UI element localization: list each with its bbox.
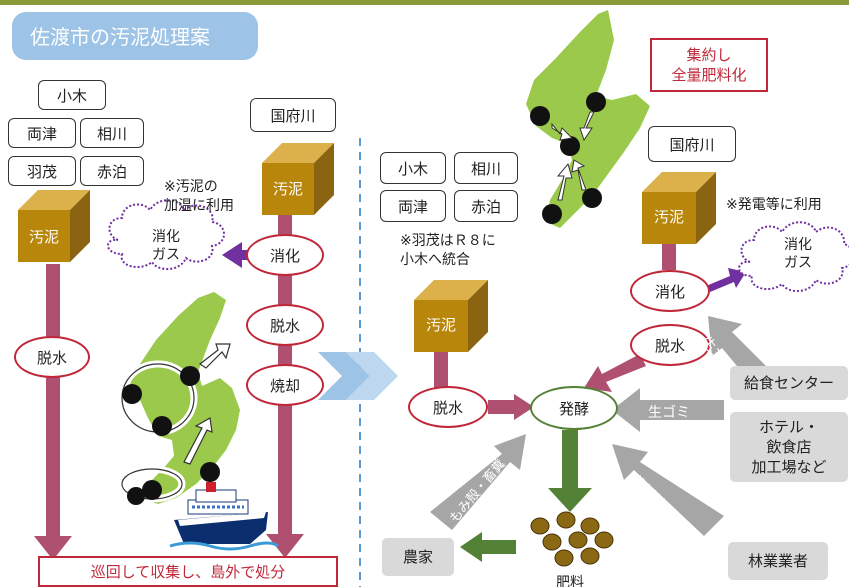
arrow-kokufu-main-head (266, 534, 304, 558)
sludge-label-kokufu-left: 汚泥 (272, 180, 303, 198)
arrow-kokufu-dewater-to-ferment (584, 354, 646, 392)
process-digest-right: 消化 (630, 270, 710, 312)
plant-akadomari-left: 赤泊 (80, 156, 144, 186)
plant-kokufu-right: 国府川 (648, 126, 736, 162)
arrow-left-main-head (34, 536, 72, 560)
plant-hamochi-left: 羽茂 (8, 156, 76, 186)
arrow-fertilizer-to-farmer (480, 540, 516, 554)
plant-ogi-left: 小木 (38, 80, 106, 110)
sludge-cube-left (18, 190, 90, 262)
sludge-cube-kokufu-right (642, 172, 716, 244)
arrow-kokufu-right-down (662, 244, 676, 270)
gas-label-right: 消化 ガス (784, 237, 812, 271)
arrow-dewater-to-ferment-head (514, 394, 534, 420)
arrow-to-gas-left-head (222, 242, 242, 268)
sludge-cube-main-right (414, 280, 488, 352)
chevron-1 (318, 352, 370, 400)
arrow-husks-to-ferment (430, 434, 526, 530)
collection-disposal-box: 巡回して収集し、島外で処分 (38, 556, 338, 587)
arrow-main-right-down (434, 352, 448, 388)
plant-akadomari-right: 赤泊 (454, 190, 518, 222)
plant-ryotsu-left: 両津 (8, 118, 76, 148)
arrow-ferment-to-fertilizer-head (548, 488, 592, 512)
plant-aikawa-left: 相川 (80, 118, 144, 148)
sludge-label-left: 汚泥 (28, 228, 59, 246)
ferry-ship (169, 482, 279, 551)
arrow-thinned-wood-to-ferment (612, 444, 724, 536)
plant-aikawa-right: 相川 (454, 152, 518, 184)
process-ferment: 発酵 (530, 386, 618, 430)
hotel-restaurant-box: ホテル・ 飲食店 加工場など (730, 412, 848, 482)
process-dewater-left: 脱水 (14, 336, 90, 378)
arrow-fertilizer-to-farmer-head (460, 532, 482, 562)
gas-label-left: 消化 ガス (152, 229, 180, 263)
arrow-to-gas-right (706, 268, 746, 292)
fertilizer-label: 肥料 (556, 575, 584, 587)
chevron-2 (346, 352, 398, 400)
process-dewater-main-right: 脱水 (408, 386, 488, 428)
process-dewater-kokufu-left: 脱水 (246, 304, 324, 346)
page-title: 佐渡市の汚泥処理案 (30, 25, 210, 49)
power-note: ※発電等に利用 (726, 197, 822, 213)
arrow-kitchen-waste-to-ferment (612, 388, 724, 432)
title-bubble (12, 12, 258, 60)
sado-island-left (118, 292, 240, 505)
sludge-label-kokufu-right: 汚泥 (653, 208, 684, 226)
arrow-ferment-to-fertilizer (562, 430, 578, 490)
process-dewater-kokufu-right: 脱水 (630, 324, 710, 366)
hamochi-note: ※羽茂はＲ８に 小木へ統合 (400, 233, 496, 268)
fertilizer-pellets (530, 511, 614, 567)
consolidate-label: 集約し 全量肥料化 (650, 38, 768, 92)
sludge-cube-kokufu-left (262, 143, 334, 215)
plant-kokufu-left: 国府川 (250, 98, 336, 132)
gas-note-left: ※汚泥の 加温に利用 (164, 179, 234, 214)
arrow-dewater-to-ferment (488, 400, 516, 414)
process-digest-left: 消化 (246, 234, 324, 276)
process-incinerate-left: 焼却 (246, 364, 324, 406)
gas-cloud-left (107, 199, 225, 270)
top-accent-bar (0, 0, 849, 5)
gas-cloud-right (738, 221, 849, 292)
school-lunch-center: 給食センター (730, 366, 848, 400)
plant-ryotsu-right: 両津 (380, 190, 446, 222)
sado-island-right (526, 10, 650, 228)
arrow-left-main (46, 264, 60, 540)
kitchen-waste-label-2: 生ゴミ (648, 405, 690, 421)
plant-ogi-right: 小木 (380, 152, 446, 184)
forestry-box: 林業業者 (728, 542, 828, 580)
sludge-label-main-right: 汚泥 (425, 316, 456, 334)
farmer-box: 農家 (382, 538, 454, 576)
